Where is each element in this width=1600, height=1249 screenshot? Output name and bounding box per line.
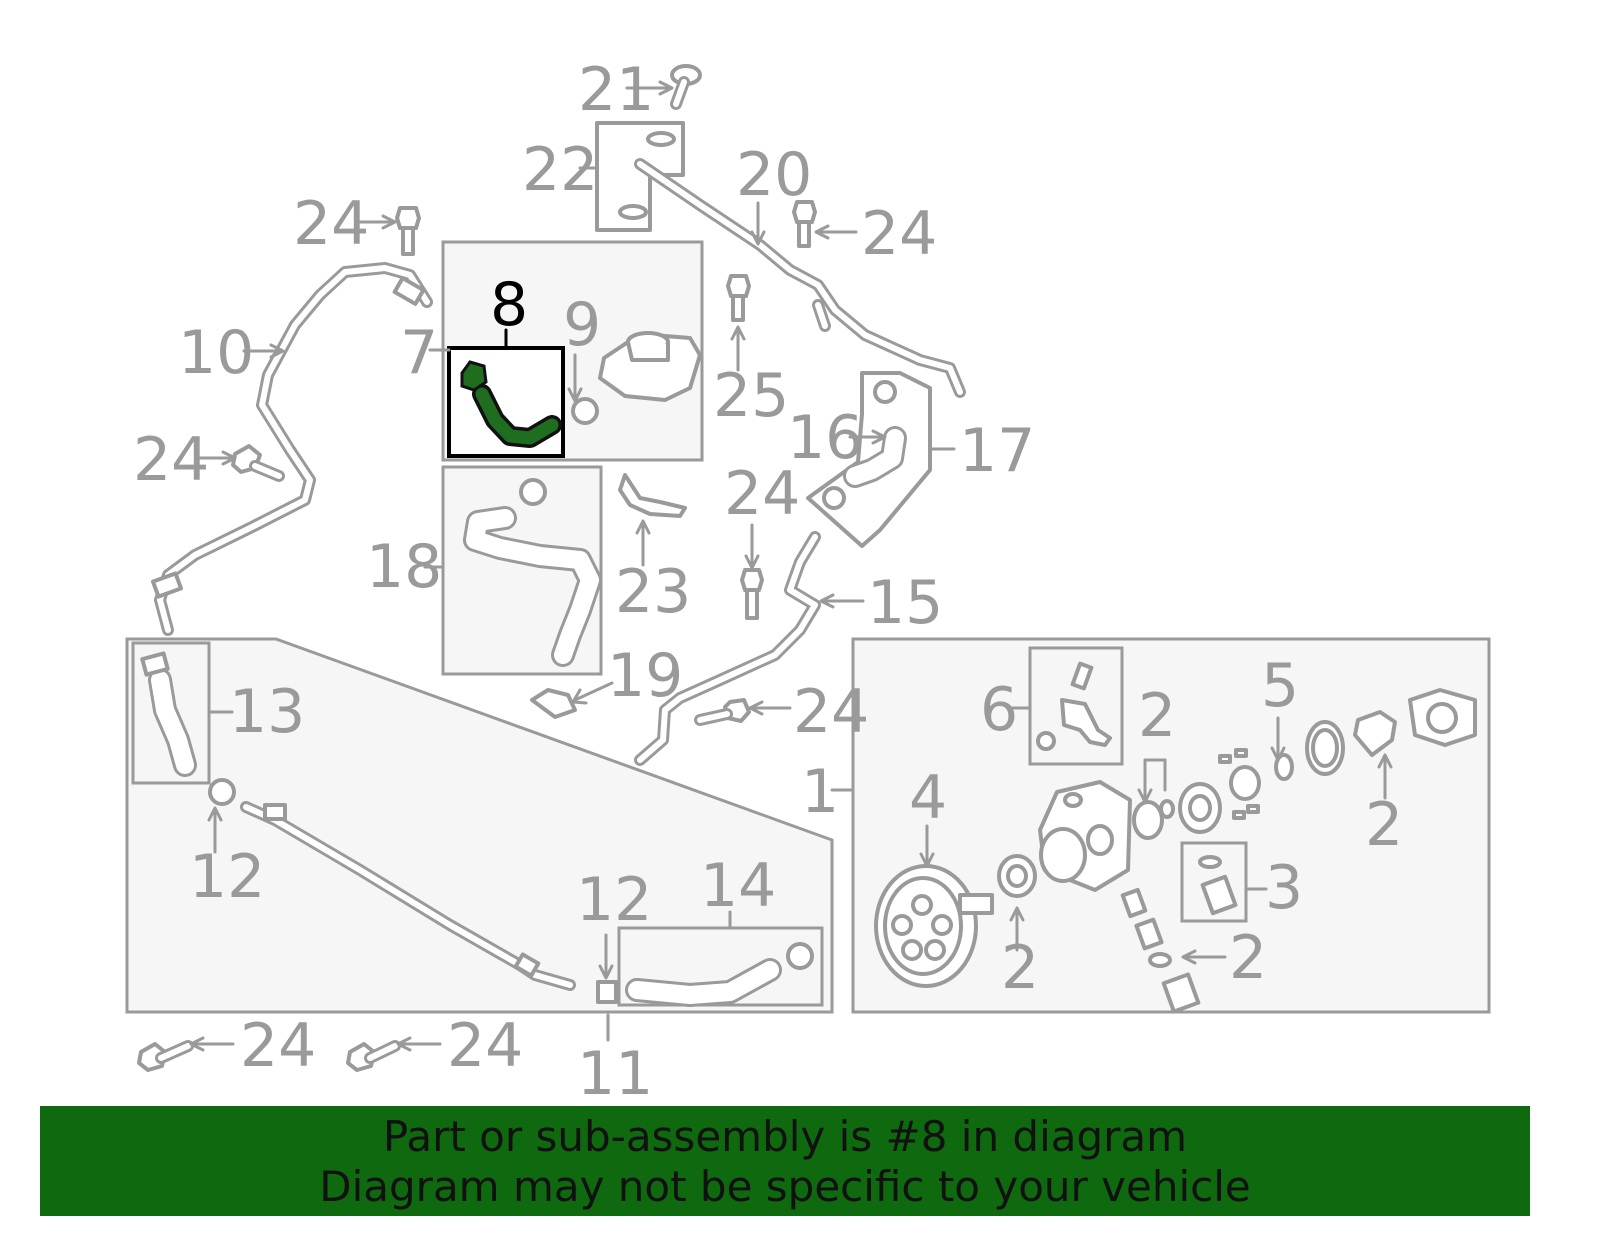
seal-2-a: [997, 854, 1037, 898]
bracket-22: [595, 121, 685, 232]
callout-5: 5: [1261, 651, 1299, 721]
callout-2-d: 2: [1365, 790, 1403, 860]
hose-8-highlighted: [460, 360, 562, 448]
banner-line-1: Part or sub-assembly is #8 in diagram: [382, 1112, 1188, 1161]
callout-23: 23: [615, 557, 691, 627]
bolt-21: [670, 64, 702, 110]
callout-8: 8: [490, 270, 528, 340]
reservoir-9: [571, 331, 702, 425]
callout-7: 7: [400, 318, 438, 388]
hose-16: [843, 426, 907, 488]
bolt-24-bottom-middle: [346, 1040, 401, 1072]
return-line-10: [150, 262, 433, 636]
callout-11: 11: [577, 1039, 653, 1109]
pipe-11: [240, 801, 576, 991]
callout-10: 10: [178, 318, 254, 388]
oring-5: [1274, 753, 1294, 781]
callout-24-lower-middle: 24: [793, 677, 869, 747]
pressure-line-20: [634, 158, 966, 398]
pump-body: [1038, 780, 1132, 892]
rotor-pack: [1178, 748, 1261, 834]
callout-25: 25: [713, 361, 789, 431]
panel-11-group: [125, 637, 834, 1014]
callout-9: 9: [563, 290, 601, 360]
callout-12-left: 12: [189, 842, 265, 912]
callout-19: 19: [607, 641, 683, 711]
hose-18: [463, 478, 602, 667]
pulley-4: [874, 864, 994, 988]
callout-18: 18: [366, 532, 442, 602]
banner-line-2: Diagram may not be specific to your vehi…: [319, 1162, 1251, 1211]
bolt-24-middle: [740, 568, 764, 620]
bolt-24-bottom-left: [137, 1040, 194, 1072]
clip-12-right: [596, 980, 618, 1004]
orings-2-b: [1132, 799, 1175, 840]
switch-3: [1198, 855, 1238, 916]
bolt-24-upper-right: [792, 200, 817, 248]
callout-1: 1: [801, 757, 839, 827]
bolt-24-upper-left: [395, 206, 421, 256]
callout-24-middle: 24: [724, 459, 800, 529]
callout-24-top-left: 24: [293, 189, 369, 259]
bolt-25: [726, 274, 751, 322]
callout-24-bottom-left: 24: [240, 1011, 316, 1081]
bracket-23: [618, 473, 687, 518]
callout-6: 6: [980, 675, 1018, 745]
callout-16: 16: [787, 403, 863, 473]
callout-21: 21: [578, 55, 654, 125]
hose-13: [140, 651, 197, 777]
clamp-12-left: [208, 778, 236, 806]
callout-22: 22: [522, 135, 598, 205]
callout-15: 15: [867, 568, 943, 638]
hose-14: [625, 942, 814, 1007]
callout-3: 3: [1265, 853, 1303, 923]
callout-24-top-right: 24: [861, 199, 937, 269]
info-banner: Part or sub-assembly is #8 in diagram Di…: [40, 1106, 1530, 1216]
fitting-6: [1036, 661, 1112, 751]
callout-2-b: 2: [1138, 681, 1176, 751]
callout-2-c: 2: [1229, 923, 1267, 993]
bolt-24-left: [231, 444, 285, 482]
callout-12-right: 12: [576, 865, 652, 935]
callout-13: 13: [229, 677, 305, 747]
callout-20: 20: [736, 140, 812, 210]
callout-24-bottom-middle: 24: [447, 1011, 523, 1081]
ring-and-cover: [1305, 688, 1477, 776]
pipe-15: [634, 531, 821, 766]
clamp-19: [530, 688, 577, 719]
valve-parts-2-c: [1120, 887, 1201, 1014]
bolt-24-lower-middle: [694, 698, 751, 726]
callout-17: 17: [959, 416, 1035, 486]
callout-2-a: 2: [1001, 933, 1039, 1003]
callout-4: 4: [909, 763, 947, 833]
callout-14: 14: [700, 851, 776, 921]
callout-24-left: 24: [133, 425, 209, 495]
